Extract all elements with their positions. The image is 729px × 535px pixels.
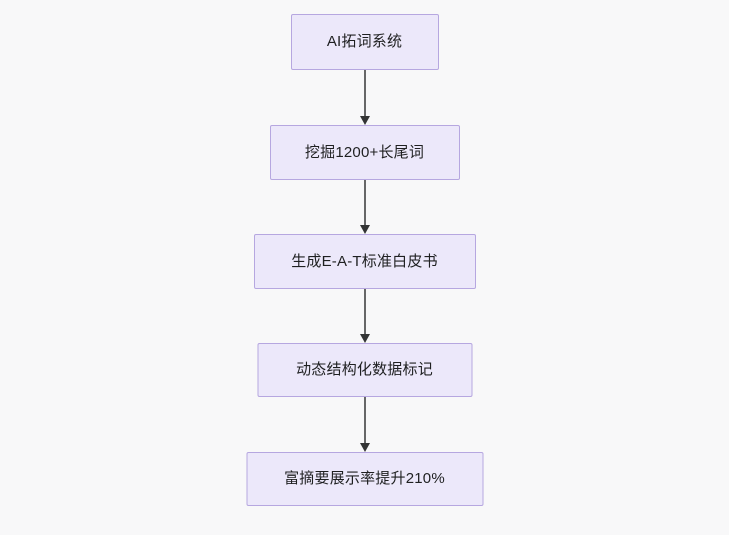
flowchart-node-label: 动态结构化数据标记 <box>296 361 433 378</box>
flowchart-edge-n2-n3 <box>358 289 372 343</box>
flowchart-node-label: 生成E-A-T标准白皮书 <box>291 252 438 270</box>
arrowhead-down-icon <box>359 116 370 125</box>
edge-line <box>363 397 366 443</box>
flowchart-node-generate-eat-whitepaper[interactable]: 生成E-A-T标准白皮书 <box>253 234 476 289</box>
flowchart-node-mine-longtail-keywords[interactable]: 挖掘1200+长尾词 <box>269 125 460 180</box>
flowchart-edge-n3-n4 <box>358 397 372 452</box>
flowchart-node-label: AI拓词系统 <box>326 33 403 50</box>
edge-line <box>363 70 366 116</box>
flowchart-node-label: 富摘要展示率提升210% <box>284 470 445 487</box>
edge-line <box>363 180 366 225</box>
flowchart-node-ai-keyword-system[interactable]: AI拓词系统 <box>290 14 439 70</box>
flowchart-node-dynamic-structured-data-markup[interactable]: 动态结构化数据标记 <box>257 343 472 397</box>
arrowhead-down-icon <box>359 443 370 452</box>
arrowhead-down-icon <box>359 334 370 343</box>
flowchart-node-rich-snippet-impression-lift[interactable]: 富摘要展示率提升210% <box>246 452 483 506</box>
flowchart-edge-n0-n1 <box>358 70 372 125</box>
arrowhead-down-icon <box>359 225 370 234</box>
edge-line <box>363 289 366 334</box>
flowchart-edge-n1-n2 <box>358 180 372 234</box>
flowchart-node-label: 挖掘1200+长尾词 <box>304 143 425 161</box>
